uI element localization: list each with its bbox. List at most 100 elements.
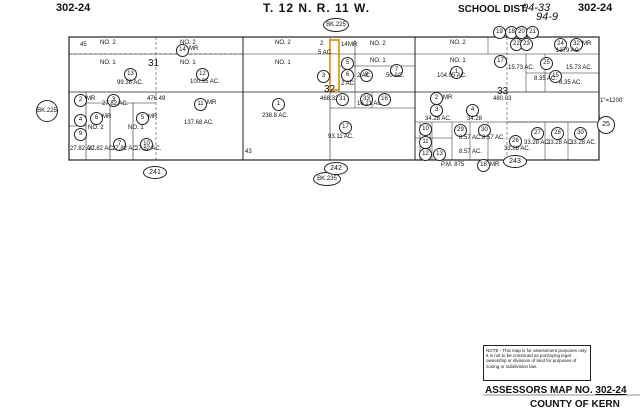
book-ref-top[interactable]: BK.225 xyxy=(323,18,349,32)
parcel-26-marker[interactable]: 26 xyxy=(509,135,522,148)
road-241[interactable]: 241 xyxy=(143,166,167,179)
section-31: 31 xyxy=(148,58,160,69)
parcel-11-marker[interactable]: 11 xyxy=(194,98,207,111)
parcel-29-acres-b: 8.57 AC. xyxy=(459,149,483,155)
parcel-6-marker[interactable]: 6 xyxy=(90,112,103,125)
parcel-28-marker[interactable]: 28 xyxy=(551,127,564,140)
parcel-4-marker[interactable]: 4 xyxy=(74,114,87,127)
parcel-15-marker[interactable]: 15 xyxy=(549,70,562,83)
parcel-14-mr: MR xyxy=(189,46,199,52)
parcel-30-acres: 8.57 AC. xyxy=(482,135,506,141)
map-scale: 1"=1200' xyxy=(600,98,624,104)
parcel-30-s33-marker[interactable]: 30 xyxy=(574,127,587,140)
parcel-6-mr: MR xyxy=(102,114,112,120)
parcel-s33-1-marker[interactable]: 1 xyxy=(450,66,463,79)
parcel-s33-4-marker[interactable]: 4 xyxy=(466,104,479,117)
assessment-note: NOTE - This map is for assessment purpos… xyxy=(483,345,591,381)
parcel-s33-11-marker[interactable]: 11 xyxy=(419,136,432,149)
parcel-6-s32-marker[interactable]: 6 xyxy=(341,69,354,82)
lot-label-no1-s33: NO. 1 xyxy=(450,58,466,64)
parcel-25-acres: 8.35 AC. xyxy=(559,80,583,86)
parcel-14-s32-num: 14 xyxy=(341,42,348,48)
section-33: 33 xyxy=(497,86,509,97)
parcel-3428a: 34.28 AC. xyxy=(425,116,452,122)
parcel-5-mr: MR xyxy=(148,114,158,120)
parcel-17-marker[interactable]: 17 xyxy=(339,121,352,134)
parcel-31-marker[interactable]: 31 xyxy=(336,93,349,106)
lot-label-no2-s31: NO. 2 xyxy=(100,40,116,46)
parcel-18-s33-marker[interactable]: 18 xyxy=(477,159,490,172)
lot-label-no1-s32b: NO. 1 xyxy=(370,58,386,64)
parcel-2-marker[interactable]: 2 xyxy=(74,94,87,107)
parcel-10-acres-b: 27.82 AC. xyxy=(112,146,139,152)
parcel-9-marker[interactable]: 9 xyxy=(74,128,87,141)
parcel-21-marker[interactable]: 21 xyxy=(526,26,539,39)
parcel-s33-13-marker[interactable]: 13 xyxy=(433,148,446,161)
parcel-12-acres: 100.35 AC. xyxy=(190,79,220,85)
grid-label-45: 45 xyxy=(80,42,87,48)
parcel-27-acres: 33.28 AC. xyxy=(524,140,551,146)
parcel-3-s32-marker[interactable]: 3 xyxy=(317,70,330,83)
book-ref-right[interactable]: 25 xyxy=(597,116,615,134)
parcel-29-acres: 8.57 AC. xyxy=(459,135,483,141)
parcel-14-marker[interactable]: 14 xyxy=(176,44,189,57)
lot-label-no2-s31b: NO. 2 xyxy=(180,40,196,46)
parcel-16-marker[interactable]: 16 xyxy=(378,93,391,106)
parcel-25-marker[interactable]: 25 xyxy=(540,57,553,70)
school-dist-label: SCHOOL DIST. xyxy=(458,4,528,15)
parcel-11-acres: 137.68 AC. xyxy=(184,120,214,126)
road-242[interactable]: 242 xyxy=(324,162,348,175)
parcel-s33-acres: 104.05 AC. xyxy=(437,73,467,79)
parcel-5-marker[interactable]: 5 xyxy=(136,112,149,125)
lot-label-no2-s32b: NO. 2 xyxy=(370,41,386,47)
section-32: 32 xyxy=(324,84,336,95)
parcel-1-marker[interactable]: 1 xyxy=(272,98,285,111)
parcel-17-acres: 93.11 AC. xyxy=(328,134,354,140)
parcel-37-acres: 1379 AC. xyxy=(556,48,581,54)
lot-label-no2-s33: NO. 2 xyxy=(450,40,466,46)
lot-label-no1-s31b: NO. 1 xyxy=(180,60,196,66)
parcel-24-acres: 8.35 AC. xyxy=(534,76,558,82)
parcel-11-mr: MR xyxy=(207,100,217,106)
parcel-s33-2-mr: MR xyxy=(443,95,453,101)
parcel-7-marker[interactable]: 7 xyxy=(113,138,126,151)
parcel-17-s33-marker[interactable]: 17 xyxy=(494,55,507,68)
parcel-2-s32-num: 2 xyxy=(320,41,324,47)
parcel-33-marker[interactable]: 33 xyxy=(360,93,373,106)
parcel-10-acres-c: 27.82 AC. xyxy=(135,146,162,152)
book-ref-bottom[interactable]: BK.235 xyxy=(313,172,341,186)
parcel-map-ref: P.M. 875 xyxy=(441,162,465,168)
parcel-12-marker[interactable]: 12 xyxy=(196,68,209,81)
school-dist-primary: 94-33 xyxy=(522,2,551,14)
parcel-28-acres: 33.28 AC. xyxy=(547,140,574,146)
parcel-s33-12-marker[interactable]: 12 xyxy=(419,148,432,161)
parcel-s33-3-marker[interactable]: 3 xyxy=(430,104,443,117)
parcel-27-marker[interactable]: 27 xyxy=(531,127,544,140)
parcel-mr-label: MR xyxy=(86,96,96,102)
parcel-7-s32-marker[interactable]: 7 xyxy=(390,64,403,77)
parcel-13-marker[interactable]: 13 xyxy=(124,68,137,81)
parcel-13-acres: 99.36 AC. xyxy=(117,80,144,86)
left-book-number: 302-24 xyxy=(56,2,90,14)
parcel-32-marker[interactable]: 32 xyxy=(570,38,583,51)
parcel-21-acres: 15.73 AC. xyxy=(508,65,535,71)
parcel-7-s32-acres: 50 AC. xyxy=(386,73,405,79)
parcel-9-acres: 27.82 AC. xyxy=(70,146,97,152)
parcel-14-s32-mr: MR xyxy=(348,42,358,48)
parcel-1-acres: 238.8 AC. xyxy=(262,113,289,119)
parcel-3-marker[interactable]: 3 xyxy=(107,94,120,107)
parcel-26-acres: 33.28 AC. xyxy=(504,146,531,152)
parcel-23-marker[interactable]: 23 xyxy=(520,38,533,51)
road-243[interactable]: 243 xyxy=(503,155,527,168)
parcel-19-marker[interactable]: 19 xyxy=(493,26,506,39)
parcel-30-marker[interactable]: 30 xyxy=(478,124,491,137)
parcel-s33-10-marker[interactable]: 10 xyxy=(419,123,432,136)
parcel-33-acres: 16.21 AC. xyxy=(357,101,384,107)
parcel-8-marker[interactable]: 8 xyxy=(360,69,373,82)
parcel-29-marker[interactable]: 29 xyxy=(454,124,467,137)
parcel-32-mr: MR xyxy=(582,41,592,47)
parcel-10-marker[interactable]: 10 xyxy=(140,138,153,151)
book-ref-left[interactable]: BK.225 xyxy=(36,100,58,122)
parcel-6-s32-acres: 2 AC. xyxy=(341,81,356,87)
parcel-24-marker[interactable]: 24 xyxy=(554,38,567,51)
